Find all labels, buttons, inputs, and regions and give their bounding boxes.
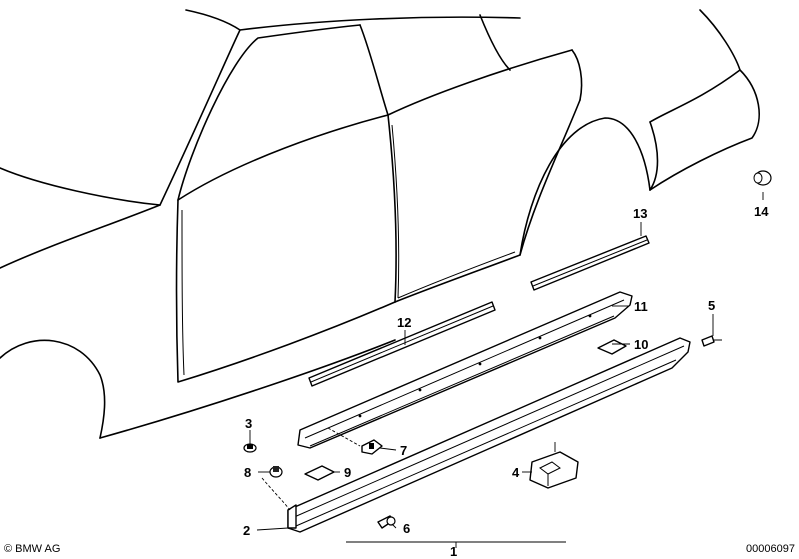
part-9-clip: [304, 465, 335, 481]
sill-clip-holes: [358, 314, 592, 418]
part-10-clip: [597, 339, 627, 355]
part-7-clip: [361, 439, 383, 455]
label-part-13: 13: [633, 206, 647, 221]
part-4-jack-pad: [529, 451, 579, 489]
label-part-5: 5: [708, 298, 715, 313]
label-part-2: 2: [243, 523, 250, 538]
leader-lines: [249, 192, 764, 548]
part-number-labels: 1 2 3 4 5 6 7 8 9 10 11 12 13 14: [243, 204, 769, 559]
image-number: 00006097: [746, 543, 795, 555]
label-part-7: 7: [400, 443, 407, 458]
label-part-8: 8: [244, 465, 251, 480]
part-12-door-moulding: [308, 301, 496, 387]
part-8-rivet: [269, 466, 283, 478]
label-part-10: 10: [634, 337, 648, 352]
part-1-rocker-panel: [287, 337, 691, 533]
part-14-bush: [753, 170, 772, 186]
label-part-9: 9: [344, 465, 351, 480]
label-part-6: 6: [403, 521, 410, 536]
label-part-12: 12: [397, 315, 411, 330]
label-part-3: 3: [245, 416, 252, 431]
part-13-door-moulding: [530, 235, 650, 291]
part-5-screw: [701, 335, 722, 347]
part-11-sill-cover: [297, 291, 633, 449]
car-body-outline: [0, 9, 760, 439]
part-3-grommet: [243, 443, 257, 453]
label-part-11: 11: [634, 299, 648, 314]
label-part-14: 14: [754, 204, 769, 219]
label-part-4: 4: [512, 465, 520, 480]
copyright-text: © BMW AG: [4, 543, 60, 555]
label-part-1: 1: [450, 544, 457, 559]
part-6-screw: [377, 515, 396, 529]
